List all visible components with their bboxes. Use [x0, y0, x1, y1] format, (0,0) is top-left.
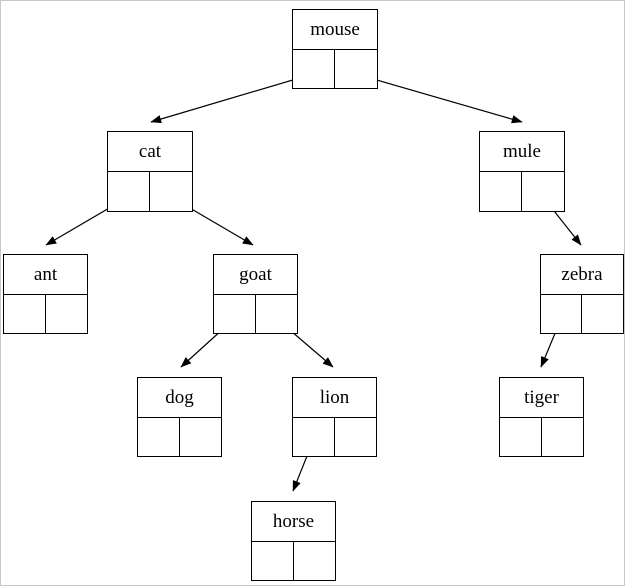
node-label-mule: mule: [480, 132, 564, 172]
right-pointer-cell-goat[interactable]: [256, 295, 298, 333]
tree-node-tiger[interactable]: tiger: [499, 377, 584, 457]
edge-mouse-left-to-cat: [150, 73, 314, 124]
node-pointer-row-horse: [252, 542, 335, 580]
tree-node-mule[interactable]: mule: [479, 131, 565, 212]
node-label-tiger: tiger: [500, 378, 583, 418]
tree-node-mouse[interactable]: mouse: [292, 9, 378, 89]
tree-node-lion[interactable]: lion: [292, 377, 377, 457]
left-pointer-cell-goat[interactable]: [214, 295, 256, 333]
right-pointer-cell-mule[interactable]: [522, 172, 564, 211]
left-pointer-cell-tiger[interactable]: [500, 418, 542, 456]
left-pointer-cell-lion[interactable]: [293, 418, 335, 456]
tree-node-dog[interactable]: dog: [137, 377, 222, 457]
right-pointer-cell-horse[interactable]: [294, 542, 336, 580]
right-pointer-cell-lion[interactable]: [335, 418, 377, 456]
left-pointer-cell-ant[interactable]: [4, 295, 46, 333]
node-label-horse: horse: [252, 502, 335, 542]
left-pointer-cell-zebra[interactable]: [541, 295, 582, 333]
node-label-lion: lion: [293, 378, 376, 418]
right-pointer-cell-tiger[interactable]: [542, 418, 584, 456]
right-pointer-cell-mouse[interactable]: [335, 50, 377, 88]
node-label-dog: dog: [138, 378, 221, 418]
left-pointer-cell-mouse[interactable]: [293, 50, 335, 88]
node-label-cat: cat: [108, 132, 192, 172]
right-pointer-cell-cat[interactable]: [150, 172, 192, 211]
node-label-zebra: zebra: [541, 255, 623, 295]
node-label-ant: ant: [4, 255, 87, 295]
edge-mouse-right-to-mule: [355, 73, 523, 124]
left-pointer-cell-cat[interactable]: [108, 172, 150, 211]
right-pointer-cell-ant[interactable]: [46, 295, 88, 333]
node-pointer-row-mouse: [293, 50, 377, 88]
node-pointer-row-ant: [4, 295, 87, 333]
right-pointer-cell-zebra[interactable]: [582, 295, 623, 333]
node-label-goat: goat: [214, 255, 297, 295]
right-pointer-cell-dog[interactable]: [180, 418, 222, 456]
left-pointer-cell-mule[interactable]: [480, 172, 522, 211]
tree-node-goat[interactable]: goat: [213, 254, 298, 334]
node-pointer-row-lion: [293, 418, 376, 456]
node-pointer-row-zebra: [541, 295, 623, 333]
left-pointer-cell-dog[interactable]: [138, 418, 180, 456]
tree-node-zebra[interactable]: zebra: [540, 254, 624, 334]
tree-node-horse[interactable]: horse: [251, 501, 336, 581]
node-pointer-row-goat: [214, 295, 297, 333]
node-pointer-row-cat: [108, 172, 192, 211]
left-pointer-cell-horse[interactable]: [252, 542, 294, 580]
node-pointer-row-dog: [138, 418, 221, 456]
tree-node-cat[interactable]: cat: [107, 131, 193, 212]
node-pointer-row-mule: [480, 172, 564, 211]
node-label-mouse: mouse: [293, 10, 377, 50]
node-pointer-row-tiger: [500, 418, 583, 456]
tree-node-ant[interactable]: ant: [3, 254, 88, 334]
